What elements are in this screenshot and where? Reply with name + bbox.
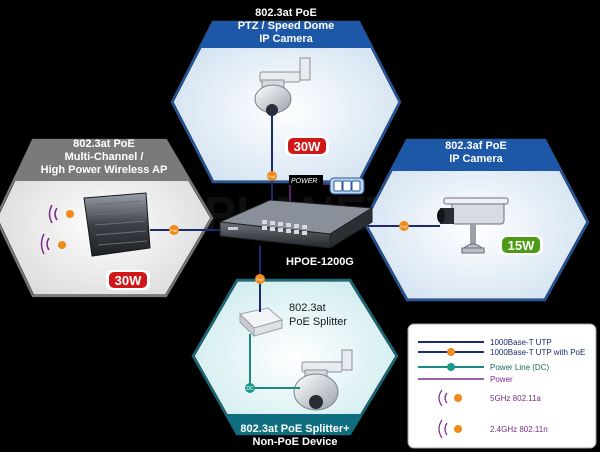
legend-item-power: Power [418,375,513,384]
legend-item-utp: 1000Base-T UTP [418,338,552,347]
top-title-line1: 802.3at PoE [255,7,317,19]
top-power-badge: 30W [285,136,329,156]
svg-text:Power Line (DC): Power Line (DC) [490,363,549,372]
svg-text:1000Base-T UTP: 1000Base-T UTP [490,338,552,347]
power-supply-icon [329,177,365,195]
svg-text:PoE: PoE [256,277,264,282]
legend-item-dc: Power Line (DC) [418,363,549,372]
top-title-line2: PTZ / Speed Dome [238,20,335,32]
splitter-label-line2: PoE Splitter [289,316,347,328]
right-title-line1: 802.3af PoE [445,140,507,152]
poe-marker-right: PoE [399,221,409,231]
ip-camera-icon [437,197,509,254]
legend-item-utp-poe: 1000Base-T UTP with PoE [418,348,585,357]
power-indicator: POWER [289,175,323,185]
right-power-badge: 15W [499,235,543,255]
svg-text:5GHz 802.11a: 5GHz 802.11a [490,394,542,403]
legend-item-24ghz: 2.4GHz 802.11n [438,419,548,439]
wireless-ap-icon [83,192,151,257]
power-label: POWER [291,178,317,185]
left-title-line3: High Power Wireless AP [41,164,168,176]
svg-text:2.4GHz 802.11n: 2.4GHz 802.11n [490,425,548,434]
svg-text:DC: DC [246,386,254,392]
legend: 1000Base-T UTP 1000Base-T UTP with PoE P… [407,323,597,449]
bottom-title-line2: Non-PoE Device [253,436,338,448]
dc-marker: DC [245,383,255,393]
switch-model-label: HPOE-1200G [286,256,354,268]
wifi-5ghz-icon [48,204,74,224]
node-left-wireless-ap: 802.3at PoE Multi-Channel / High Power W… [0,138,214,298]
poe-marker-bottom: PoE [255,274,265,284]
legend-item-5ghz: 5GHz 802.11a [438,389,542,407]
svg-text:Power: Power [490,375,513,384]
svg-text:PoE: PoE [400,224,408,229]
wifi-24ghz-icon [40,233,66,255]
svg-text:PoE: PoE [170,228,178,233]
svg-text:PoE: PoE [268,174,276,179]
ptz-camera-icon [254,57,311,116]
top-badge-text: 30W [294,139,321,154]
left-title-line2: Multi-Channel / [65,151,144,163]
node-bottom-splitter: 802.3at PoE Splitter 802.3at PoE Splitte… [191,278,399,448]
right-badge-text: 15W [508,238,535,253]
poe-switch [218,199,374,249]
bottom-title-line1: 802.3at PoE Splitter+ [240,423,349,435]
left-power-badge: 30W [106,270,150,290]
poe-marker-top: PoE [267,171,277,181]
right-title-line2: IP Camera [449,153,503,165]
svg-text:1000Base-T UTP with PoE: 1000Base-T UTP with PoE [490,348,585,357]
poe-marker-left: PoE [169,225,179,235]
poe-splitter-icon [238,307,284,338]
left-badge-text: 30W [115,273,142,288]
top-title-line3: IP Camera [259,33,313,45]
dome-camera-icon [293,349,353,411]
node-top-ptz-camera: 802.3at PoE PTZ / Speed Dome IP Camera 3… [170,7,402,184]
left-title-line1: 802.3at PoE [73,138,135,150]
splitter-label-line1: 802.3at [289,302,326,314]
node-right-ip-camera: 802.3af PoE IP Camera 15W [362,138,590,302]
